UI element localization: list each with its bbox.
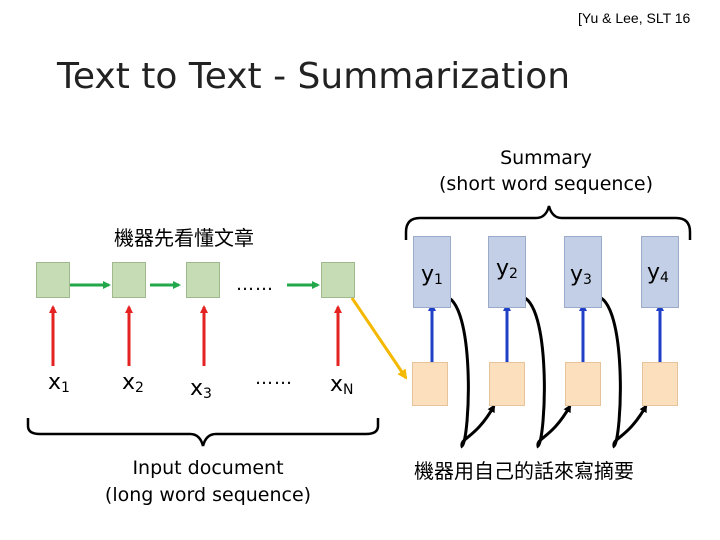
output-token-2: y2 (496, 256, 518, 282)
output-cell-4 (641, 236, 679, 308)
output-token-4-base: y (647, 260, 661, 285)
output-token-1-base: y (421, 262, 435, 287)
output-token-2-base: y (496, 256, 510, 281)
input-brace (26, 418, 380, 447)
encoder-cell-3 (186, 262, 220, 298)
decoder-cell-1 (412, 362, 448, 406)
feedback-loop-1 (443, 294, 496, 449)
input-token-n-base: x (330, 372, 344, 397)
feedback-loop-2 (519, 294, 572, 449)
decoder-cell-2 (489, 362, 525, 406)
decoder-cell-4 (642, 362, 678, 406)
encoder-cell-2 (112, 262, 146, 298)
output-token-1: y1 (421, 262, 443, 288)
output-cell-3 (564, 236, 602, 308)
input-token-3-base: x (190, 376, 204, 401)
decoder-cell-3 (565, 362, 601, 406)
context-arrow (350, 297, 408, 380)
input-token-2: x2 (122, 370, 144, 396)
encoder-cell-n (321, 262, 355, 298)
input-token-3-sub: 3 (203, 386, 212, 402)
summary-label-line2: (short word sequence) (439, 173, 653, 195)
output-token-3: y3 (570, 262, 592, 288)
output-token-3-sub: 3 (583, 272, 592, 288)
output-token-2-sub: 2 (509, 266, 518, 282)
input-label-line1: Input document (132, 457, 284, 479)
input-token-1-sub: 1 (61, 380, 70, 396)
input-ellipsis: …… (255, 368, 293, 389)
input-label-line2: (long word sequence) (104, 484, 312, 506)
encoder-cell-1 (36, 262, 70, 298)
input-token-3: x3 (190, 376, 212, 402)
encoder-ellipsis: …… (236, 274, 274, 295)
citation: [Yu & Lee, SLT 16 (578, 10, 691, 26)
output-cell-1 (413, 236, 451, 308)
summary-label: Summary (short word sequence) (408, 145, 684, 197)
input-token-2-sub: 2 (135, 380, 144, 396)
input-token-2-base: x (122, 370, 136, 395)
decoder-caption: 機器用自己的話來寫摘要 (414, 459, 634, 483)
output-token-1-sub: 1 (434, 272, 443, 288)
output-token-4: y4 (647, 260, 669, 286)
input-token-1: x1 (48, 370, 70, 396)
input-label: Input document (long word sequence) (80, 455, 336, 509)
summary-label-line1: Summary (500, 147, 592, 169)
output-cell-2 (488, 236, 526, 308)
output-token-4-sub: 4 (660, 270, 669, 286)
output-token-3-base: y (570, 262, 584, 287)
slide-title: Text to Text - Summarization (57, 56, 571, 97)
input-token-n: xN (330, 372, 354, 398)
summary-brace (404, 205, 692, 240)
feedback-loop-3 (595, 294, 648, 449)
input-token-n-sub: N (343, 382, 354, 398)
input-token-1-base: x (48, 370, 62, 395)
encoder-caption: 機器先看懂文章 (114, 226, 254, 250)
